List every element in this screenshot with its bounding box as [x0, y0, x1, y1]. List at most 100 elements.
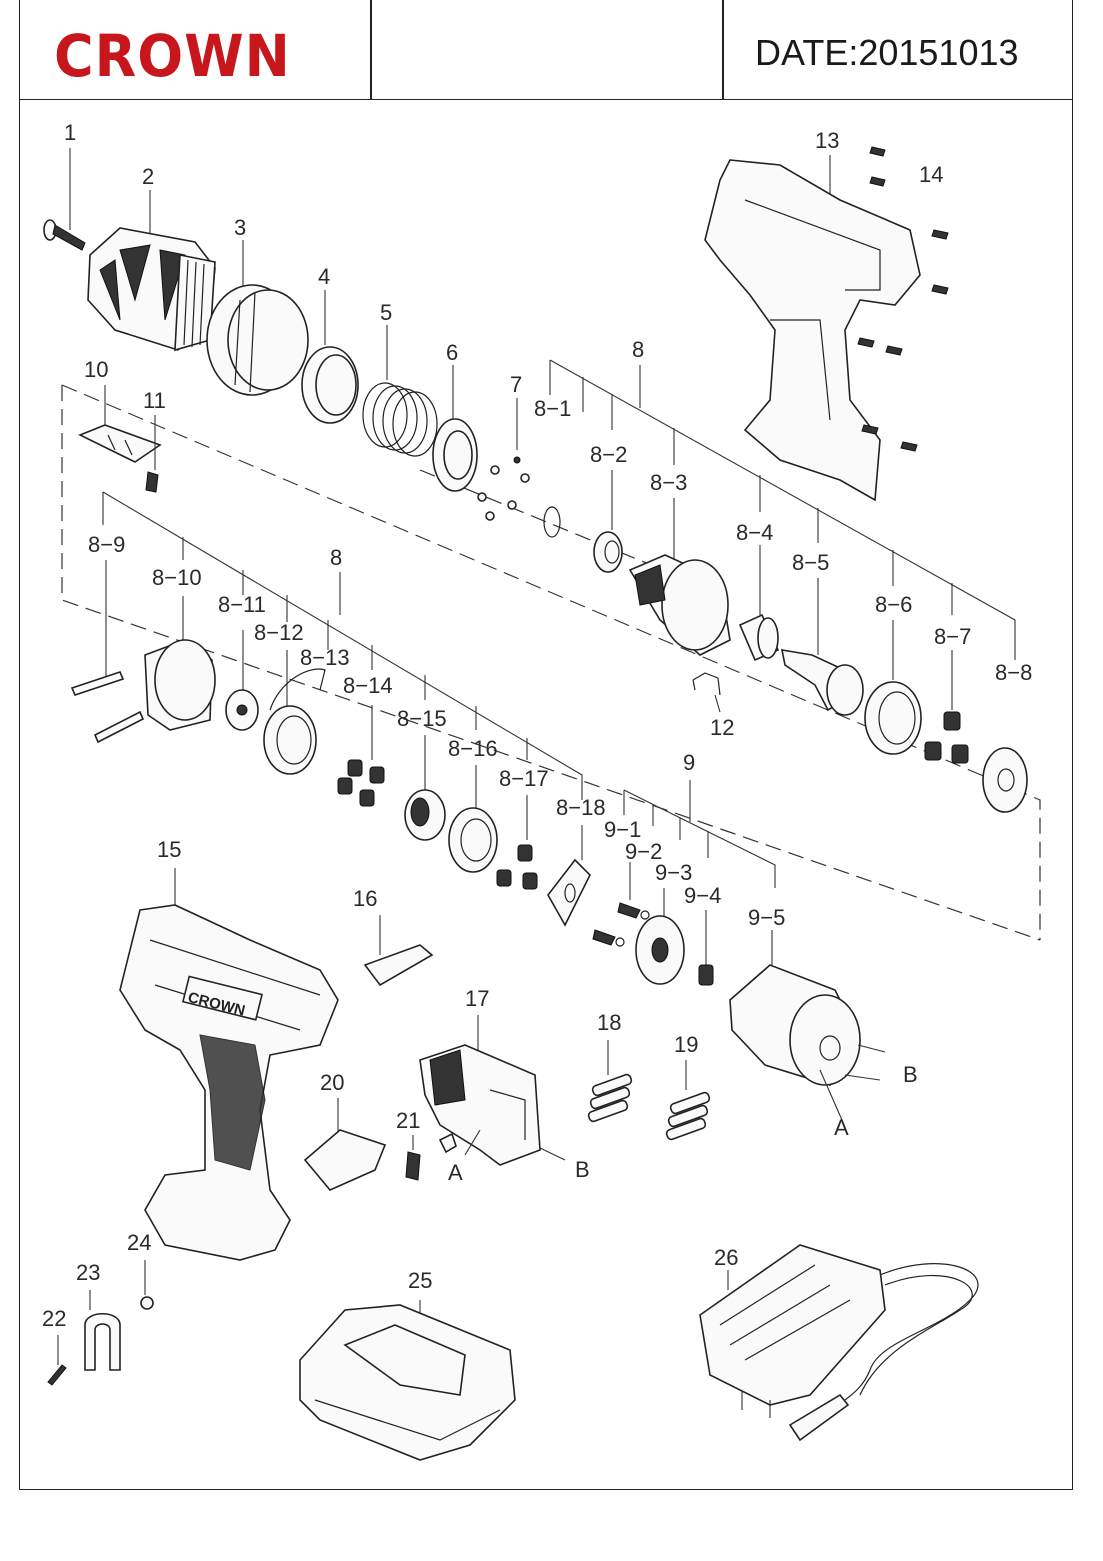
label-part-21: 21	[396, 1108, 420, 1133]
part-8-16-ring-gear	[448, 765, 498, 873]
part-8-18-washer	[547, 825, 591, 927]
part-1-screw	[43, 148, 86, 251]
part-17-switch	[419, 1015, 566, 1166]
part-8-13-wire-clip	[269, 668, 326, 711]
label-part-25: 25	[408, 1268, 432, 1293]
part-9-4-pinion	[698, 910, 714, 986]
part-21-spring	[405, 1135, 421, 1181]
part-11-spring	[145, 415, 159, 493]
part-16-plug	[363, 915, 434, 987]
label-part-8-15: 8−15	[397, 706, 447, 731]
part-22-screw	[47, 1335, 67, 1386]
part-8-9-pins	[70, 560, 145, 744]
part-8-15-carrier	[404, 735, 446, 841]
label-part-7: 7	[510, 372, 522, 397]
label-part-4: 4	[318, 264, 330, 289]
part-8-6-ring-gear	[864, 620, 922, 755]
document-date: DATE:20151013	[755, 32, 1019, 73]
bracket-8-lower	[102, 491, 583, 800]
part-25-battery	[299, 1300, 516, 1461]
bracket-8-upper	[549, 359, 1016, 660]
label-part-9-1: 9−1	[604, 817, 641, 842]
part-12-clip	[692, 672, 721, 713]
brand-logo: CROWN	[54, 22, 291, 91]
label-switch-terminal-b: B	[575, 1157, 590, 1182]
label-motor-terminal-b: B	[903, 1062, 918, 1087]
label-part-15: 15	[157, 837, 181, 862]
label-part-8-lower: 8	[330, 545, 342, 570]
part-8-7-planet-gears	[924, 650, 969, 764]
label-part-18: 18	[597, 1010, 621, 1035]
label-part-11: 11	[143, 388, 166, 413]
part-8-8-washer	[982, 747, 1028, 813]
part-26-charger	[699, 1244, 979, 1442]
label-part-8-8: 8−8	[995, 660, 1032, 685]
label-part-5: 5	[380, 300, 392, 325]
label-part-9-3: 9−3	[655, 860, 692, 885]
bracket-9	[623, 780, 776, 888]
part-2-chuck	[87, 190, 216, 352]
label-part-8-10: 8−10	[152, 565, 202, 590]
label-part-8-3: 8−3	[650, 470, 687, 495]
label-part-9-5: 9−5	[748, 905, 785, 930]
label-part-17: 17	[465, 986, 489, 1011]
part-8-1-clip	[543, 506, 561, 538]
part-9-2-screws	[592, 862, 650, 947]
label-part-8-1: 8−1	[534, 396, 571, 421]
label-part-19: 19	[674, 1032, 698, 1057]
label-part-1: 1	[64, 120, 76, 145]
part-3-ring	[206, 240, 309, 396]
part-10-shift-knob	[78, 385, 162, 463]
label-part-13: 13	[815, 128, 839, 153]
label-part-8-13: 8−13	[300, 645, 350, 670]
part-23-belt-clip	[84, 1290, 121, 1371]
drawing-frame	[19, 99, 1073, 1490]
label-part-26: 26	[714, 1245, 738, 1270]
label-part-8-upper: 8	[632, 337, 644, 362]
part-8-5-spindle	[780, 578, 864, 716]
label-part-8-6: 8−6	[875, 592, 912, 617]
part-18-contact-set	[587, 1040, 633, 1123]
part-13-housing-half	[704, 155, 921, 502]
part-8-11-carrier	[225, 630, 259, 731]
part-14-screws	[857, 146, 949, 452]
label-part-8-2: 8−2	[590, 442, 627, 467]
label-part-8-4: 8−4	[736, 520, 773, 545]
label-part-8-7: 8−7	[934, 624, 971, 649]
part-20-bracket	[303, 1098, 387, 1191]
label-part-8-16: 8−16	[448, 736, 498, 761]
label-part-9-4: 9−4	[684, 883, 721, 908]
label-part-12: 12	[710, 715, 734, 740]
label-part-8-5: 8−5	[792, 550, 829, 575]
label-part-3: 3	[234, 215, 246, 240]
part-8-12-ring-gear	[263, 650, 317, 775]
label-part-24: 24	[127, 1230, 151, 1255]
label-part-8-17: 8−17	[499, 766, 549, 791]
label-part-16: 16	[353, 886, 377, 911]
label-part-20: 20	[320, 1070, 344, 1095]
part-9-5-motor	[729, 930, 886, 1121]
label-part-8-11: 8−11	[218, 592, 266, 617]
label-part-23: 23	[76, 1260, 100, 1285]
label-part-8-9: 8−9	[88, 532, 125, 557]
part-9-3-motor-plate	[635, 888, 685, 985]
assembly-axis-upper	[61, 384, 1041, 940]
part-19-contact-set	[665, 1060, 711, 1141]
label-part-9: 9	[683, 750, 695, 775]
part-15-housing	[119, 868, 339, 1261]
title-block-divider	[722, 0, 724, 100]
title-block-divider	[370, 0, 372, 100]
part-5-spring	[362, 325, 438, 457]
label-part-14: 14	[919, 162, 943, 187]
label-part-10: 10	[84, 357, 108, 382]
part-8-10-cup	[144, 596, 216, 731]
title-block: CROWN DATE:20151013	[19, 0, 1073, 100]
label-motor-terminal-a: A	[834, 1115, 849, 1140]
label-part-8-12: 8−12	[254, 620, 304, 645]
label-part-8-14: 8−14	[343, 673, 393, 698]
label-part-22: 22	[42, 1306, 66, 1331]
label-part-9-2: 9−2	[625, 839, 662, 864]
label-part-8-18: 8−18	[556, 795, 606, 820]
